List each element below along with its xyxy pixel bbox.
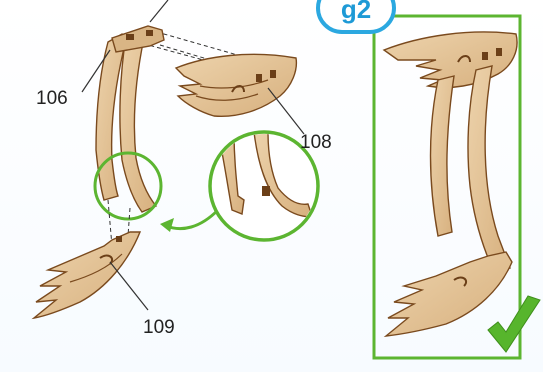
checkmark-icon [488, 296, 540, 352]
wing-108-body [176, 54, 296, 116]
leg-front [120, 30, 156, 212]
wing-108-slot [256, 74, 262, 82]
part-106-legs [96, 26, 164, 212]
slot-1 [126, 34, 134, 40]
assembled-slot [496, 48, 502, 56]
assembled-slot [482, 52, 488, 60]
assembled-leg-front [468, 66, 510, 272]
arrow-icon [166, 210, 218, 229]
zoom-notch [262, 186, 270, 196]
leader-line-109 [110, 262, 148, 310]
wing-108-slot [270, 70, 276, 78]
leader-line-108 [268, 88, 304, 134]
part-109-wing [34, 232, 148, 318]
part-label-109: 109 [143, 317, 175, 339]
slot-2 [146, 30, 153, 36]
step-badge: g2 [316, 0, 396, 34]
part-108-wing [176, 54, 304, 134]
step-label: g2 [320, 0, 392, 25]
arrow-head [160, 218, 174, 232]
part-label-108: 108 [300, 132, 332, 154]
wing-109-slot [116, 236, 122, 242]
wing-109-body [34, 232, 140, 318]
result-panel [374, 16, 540, 358]
leader-line-top [150, 0, 168, 22]
part-label-106: 106 [36, 88, 68, 110]
top-crossbar [112, 26, 164, 52]
assembled-lower-wing [386, 252, 512, 336]
assembled-leg-back [431, 76, 455, 236]
